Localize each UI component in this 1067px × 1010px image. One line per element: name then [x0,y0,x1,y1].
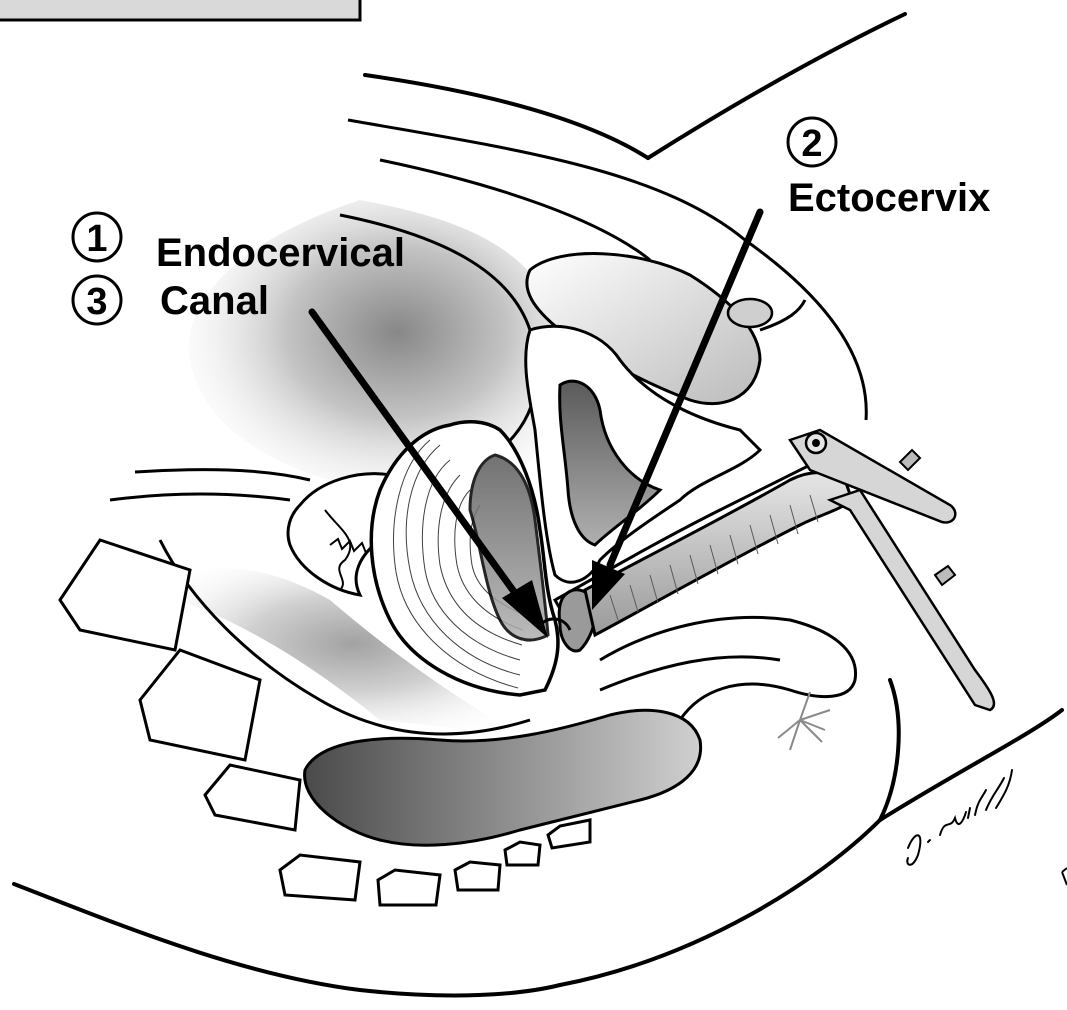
artist-signature [907,770,1012,865]
marker-2: 2 [788,118,836,166]
marker-3-text: 3 [86,281,107,323]
label-canal: Canal [160,279,269,323]
perineum-detail [778,692,830,750]
marker-1-text: 1 [86,218,107,260]
marker-3: 3 [73,276,121,324]
edge-mark [1062,868,1067,885]
label-ectocervix: Ectocervix [788,176,990,220]
label-endocervical: Endocervical [156,231,405,275]
rectum-wall [371,422,558,695]
marker-1: 1 [73,213,121,261]
partial-label-box [0,0,360,20]
marker-2-text: 2 [801,123,822,165]
